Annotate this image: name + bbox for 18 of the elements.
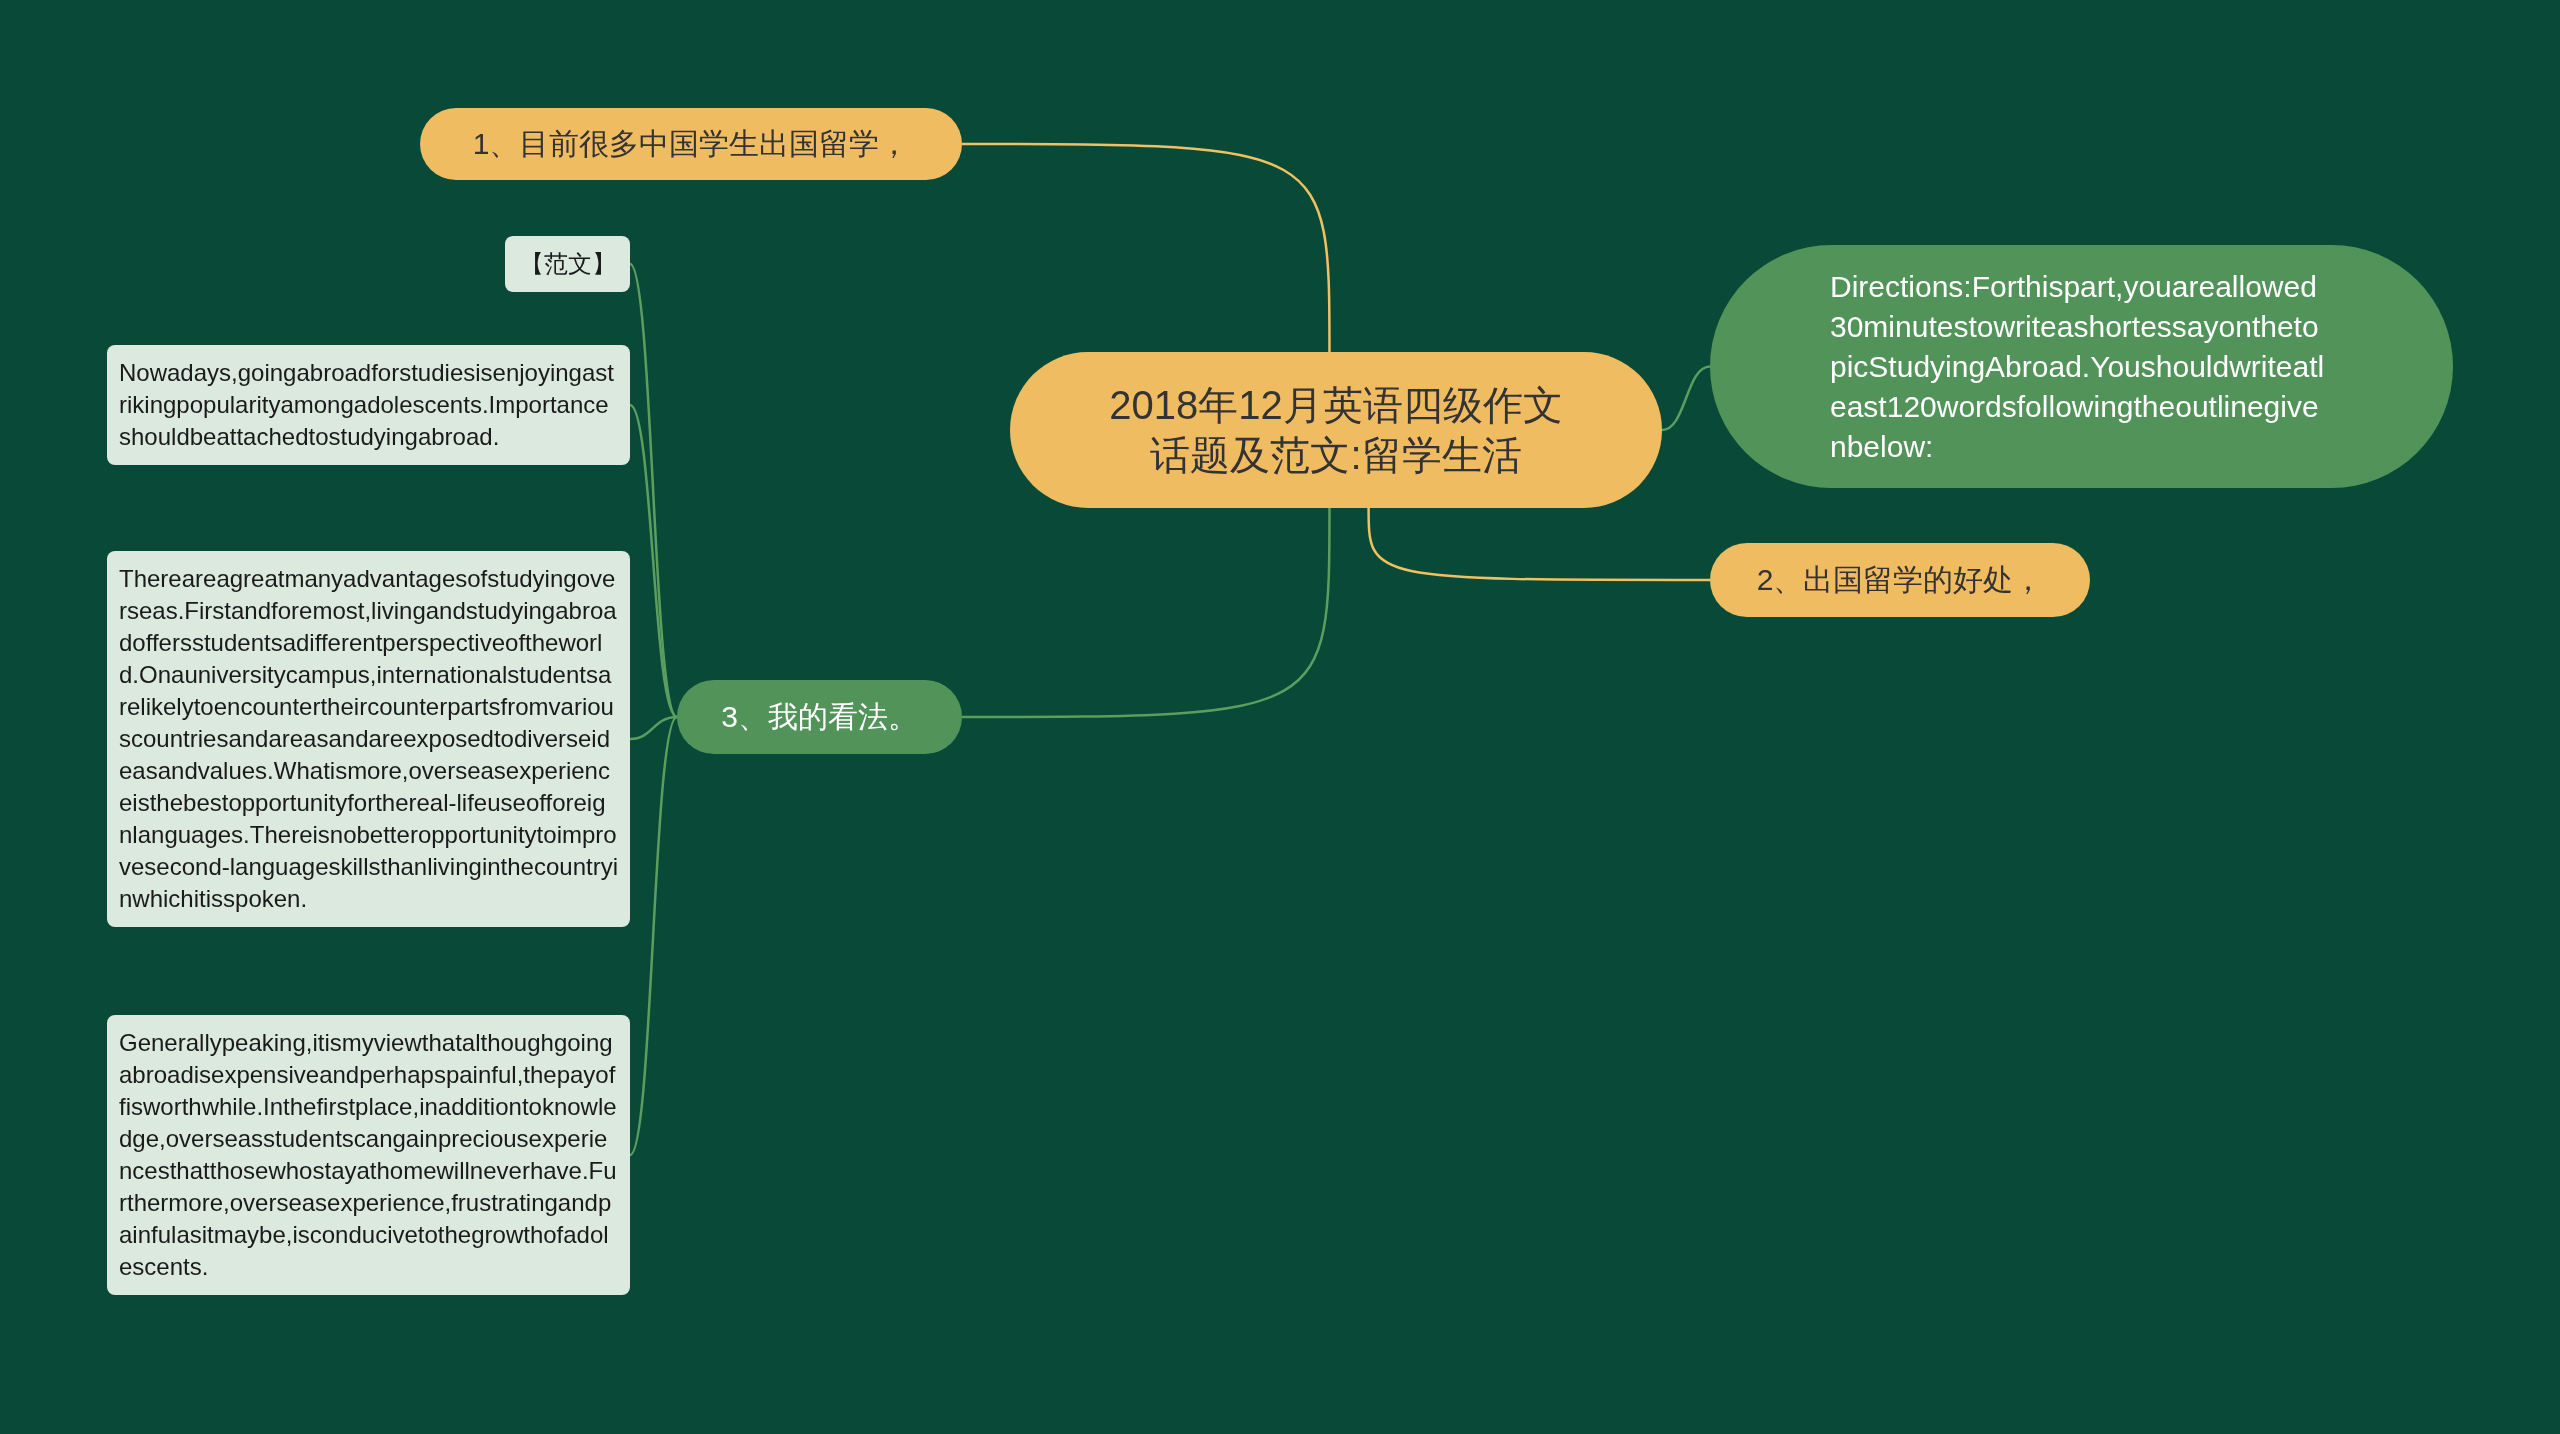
node-text: Thereareagreatmanyadvantagesofstudyingoverseas.Firstandforemost,livingandstudyingabroadoffersstudentsadifferentperspectiveoftheworld.Onauniversitycampus,internationalstudentsarelikelytoencountertheircounterpartsfromvariouscountriesandareasandareexposedtodiverseideasandvalues.Whatismore,overseasexperienceisthebestopportunityforthereal-lifeuseofforeignlanguages.Thereisnobetteropportunitytoimprovesecond-languageskillsthanlivinginthecountryinwhichitisspoken. — [119, 564, 618, 914]
connector-line — [1367, 508, 1710, 582]
connector-line — [629, 404, 678, 718]
node-text: 1、目前很多中国学生出国留学， — [472, 126, 910, 162]
connector-line — [962, 142, 1331, 352]
node-text: 3、我的看法。 — [721, 699, 918, 735]
node-text: 【范文】 — [519, 249, 616, 279]
text-card — [107, 345, 630, 465]
node-text: 2018年12月英语四级作文话题及范文:留学生活 — [1108, 382, 1564, 479]
connector-line — [962, 508, 1331, 719]
node-text: Nowadays,goingabroadforstudiesisenjoyingastrikingpopularityamongadolescents.Importanceshouldbeattachedtostudyingabroad. — [119, 358, 615, 452]
connector-line — [628, 716, 679, 1156]
node-text: Generallypeaking,itismyviewthatalthoughgoingabroadisexpensiveandperhapspainful,thepayoffisworthwhile.Inthefirstplace,inadditiontoknowledge,overseasstudentscangainpreciousexperiencesthatthosewhostayathomewillneverhave.Furthermore,overseasexperience,frustratingandpainfulasitmaybe,isconducivetothegrowthofadolescents. — [119, 1028, 618, 1282]
text-card — [505, 236, 630, 292]
node-text: 2、出国留学的好处， — [1756, 562, 2044, 598]
node-text: Directions:Forthispart,youareallowed30minutestowriteashortessayonthetopicStudyingAbroad.Youshouldwriteatleast120wordsfollowingtheoutlinegivenbelow: — [1830, 268, 2326, 465]
connector-line — [1661, 365, 1711, 432]
connector-line — [629, 715, 678, 741]
